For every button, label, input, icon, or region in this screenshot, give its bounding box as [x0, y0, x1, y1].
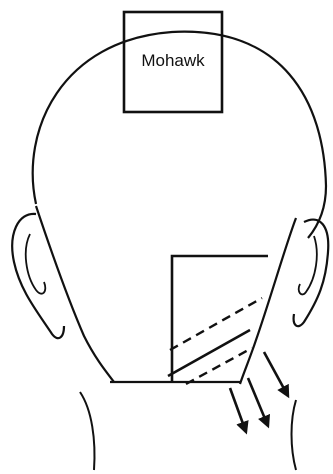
nape-region-box: [172, 256, 268, 382]
right-shoulder-line: [292, 400, 297, 470]
left-shoulder-line: [80, 392, 94, 470]
left-ear: [12, 214, 64, 338]
right-ear-inner: [299, 236, 317, 294]
direction-arrow-2: [248, 378, 268, 426]
mohawk-label: Mohawk: [141, 51, 205, 70]
direction-arrow-1: [230, 388, 246, 432]
direction-arrow-3: [264, 352, 288, 396]
left-ear-inner: [26, 234, 46, 294]
nape-solid-diagonal: [168, 330, 250, 376]
left-neck-line: [36, 206, 114, 382]
nape-dashed-diagonal-1: [170, 298, 262, 350]
